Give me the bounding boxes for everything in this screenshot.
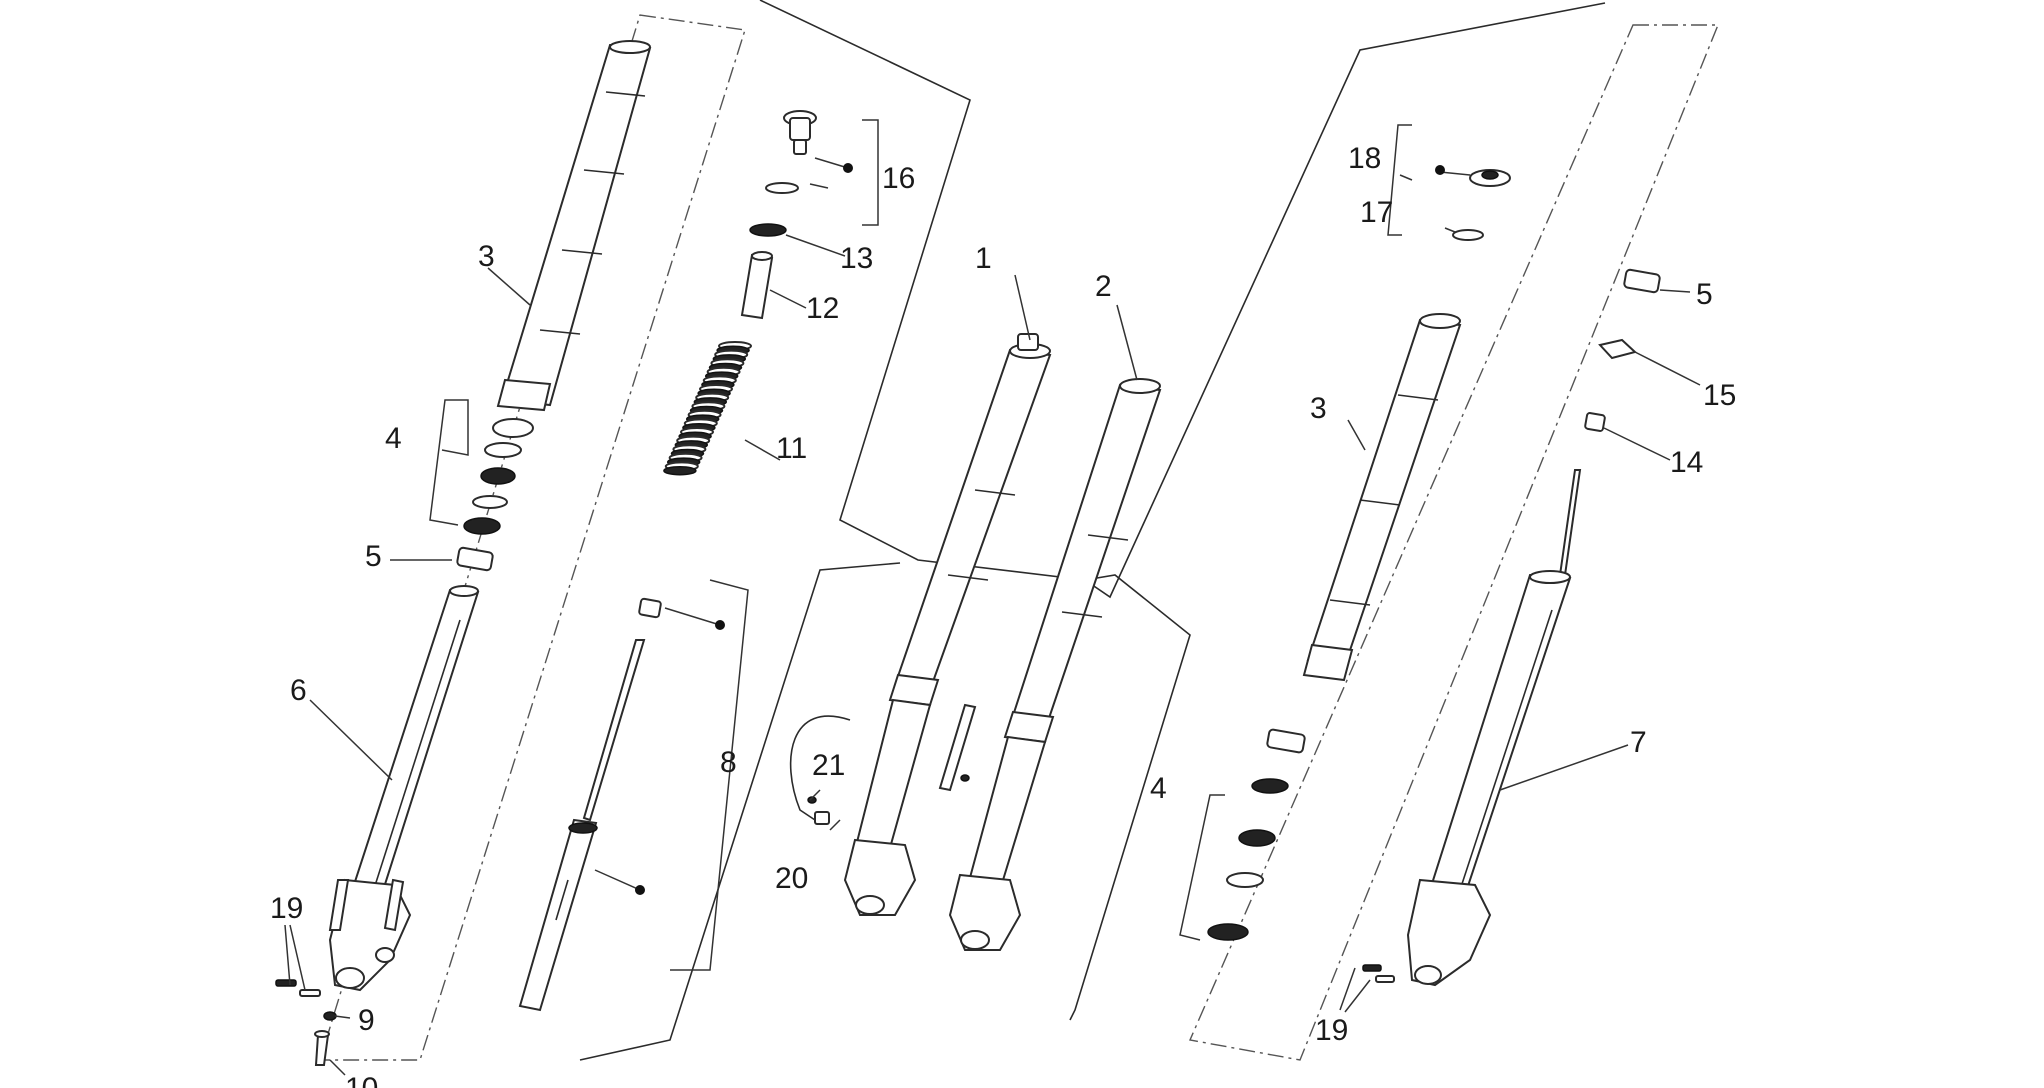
washer-right xyxy=(1598,338,1638,360)
label-20: 20 xyxy=(775,862,808,895)
fork-spring xyxy=(663,341,752,476)
upper-group-frame xyxy=(759,0,1606,599)
label-10: 10 xyxy=(345,1072,378,1088)
wheel-speed-sensor xyxy=(789,715,851,825)
seal-kit-left xyxy=(463,418,534,535)
bushing-left xyxy=(456,546,494,572)
spring-spacer xyxy=(740,251,774,320)
label-12: 12 xyxy=(806,292,839,325)
label-19-left: 19 xyxy=(270,892,303,925)
assembled-fork-1 xyxy=(843,333,1052,916)
leader-lines xyxy=(284,119,1701,1076)
label-9: 9 xyxy=(358,1004,375,1037)
label-16: 16 xyxy=(882,162,915,195)
mid-group-frame xyxy=(579,562,901,1061)
seal-kit-right xyxy=(1207,728,1306,941)
damper-cartridge xyxy=(518,597,662,1012)
label-4-left: 4 xyxy=(385,422,402,455)
label-4-right: 4 xyxy=(1150,772,1167,805)
bushing-right xyxy=(1623,268,1661,294)
nut-right xyxy=(1584,412,1606,432)
label-15: 15 xyxy=(1703,379,1736,412)
label-7: 7 xyxy=(1630,726,1647,759)
label-6: 6 xyxy=(290,674,307,707)
left-exploded-frame xyxy=(319,14,746,1061)
top-cap-assembly xyxy=(765,110,817,194)
label-11: 11 xyxy=(776,432,807,465)
label-5-right: 5 xyxy=(1696,278,1713,311)
label-21: 21 xyxy=(812,749,845,782)
lower-slider-left xyxy=(328,585,480,992)
spring-coil xyxy=(663,465,697,476)
label-3-left: 3 xyxy=(478,240,495,273)
label-18: 18 xyxy=(1348,142,1381,175)
upper-tube-right xyxy=(1302,313,1462,682)
lower-group-frame xyxy=(1069,574,1191,1021)
sensor-bracket xyxy=(938,703,977,792)
top-cap-right xyxy=(1452,169,1511,241)
upper-tube-left xyxy=(496,40,652,412)
label-13: 13 xyxy=(840,242,873,275)
part-labels: 1 2 3 3 4 4 5 5 6 7 8 9 10 11 12 13 14 1… xyxy=(270,142,1736,1088)
lower-slider-right xyxy=(1406,469,1582,987)
label-5-left: 5 xyxy=(365,540,382,573)
label-19-right: 19 xyxy=(1315,1014,1348,1047)
label-17: 17 xyxy=(1360,196,1393,229)
spring-seat xyxy=(749,223,787,237)
label-14: 14 xyxy=(1670,446,1703,479)
label-2: 2 xyxy=(1095,270,1112,303)
label-8: 8 xyxy=(720,746,737,779)
label-1: 1 xyxy=(975,242,992,275)
label-3-right: 3 xyxy=(1310,392,1327,425)
right-exploded-frame xyxy=(1189,24,1720,1061)
axle-bolts-left xyxy=(275,979,337,1066)
axle-bolts-right xyxy=(1362,964,1395,983)
assembled-fork-2 xyxy=(948,378,1162,951)
